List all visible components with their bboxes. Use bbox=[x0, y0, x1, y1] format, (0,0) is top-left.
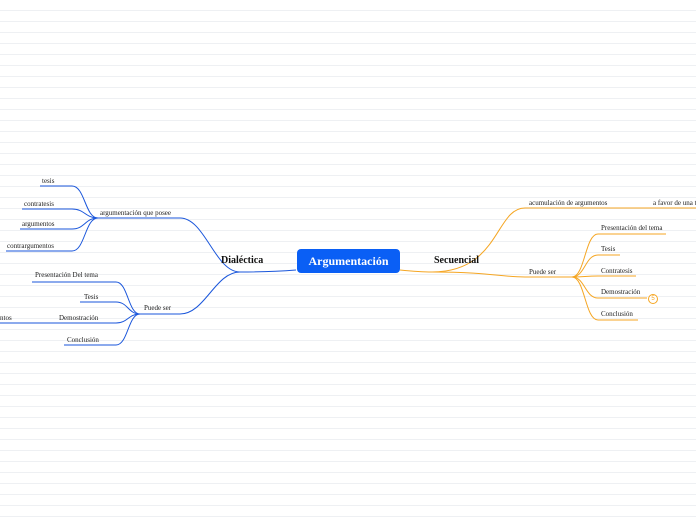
subtopic-overflow-text[interactable]: ntos bbox=[0, 314, 12, 322]
subtopic-contratesis-right[interactable]: Contratesis bbox=[601, 267, 633, 275]
subtopic-contrargumentos[interactable]: contrargumentos bbox=[7, 242, 54, 250]
subtopic-argumentos[interactable]: argumentos bbox=[22, 220, 55, 228]
subtopic-demostracion-right[interactable]: Demostración bbox=[601, 288, 641, 296]
subtopic-presentacion-del-tema-left[interactable]: Presentación Del tema bbox=[35, 271, 98, 279]
subtopic-tesis-left[interactable]: Tesis bbox=[84, 293, 99, 301]
connector-r-group1 bbox=[431, 207, 696, 273]
connector-secuencial bbox=[399, 269, 433, 273]
subtopic-tesis-right[interactable]: Tesis bbox=[601, 245, 616, 253]
connector-group2 bbox=[140, 271, 241, 315]
topic-argumentacion-que-posee[interactable]: argumentación que posee bbox=[100, 209, 172, 217]
topic-acumulacion-de-argumentos[interactable]: acumulación de argumentos bbox=[529, 199, 608, 207]
connector-r-group2 bbox=[431, 271, 572, 278]
branch-dialectica[interactable]: Dialéctica bbox=[221, 255, 264, 266]
collapsed-count-badge[interactable]: 5 bbox=[648, 294, 658, 304]
subtopic-conclusion-left[interactable]: Conclusión bbox=[67, 336, 99, 344]
subtopic-a-favor-de-una-tesis[interactable]: a favor de una t bbox=[653, 199, 696, 207]
branch-secuencial[interactable]: Secuencial bbox=[434, 255, 479, 266]
topic-puede-ser-left[interactable]: Puede ser bbox=[144, 304, 172, 312]
central-topic[interactable]: Argumentación bbox=[297, 249, 400, 273]
subtopic-conclusion-right[interactable]: Conclusión bbox=[601, 310, 633, 318]
subtopic-tesis[interactable]: tesis bbox=[42, 177, 55, 185]
connector-dialectica bbox=[239, 269, 297, 273]
subtopic-contratesis[interactable]: contratesis bbox=[24, 200, 54, 208]
connector-group1 bbox=[98, 217, 241, 273]
subtopic-presentacion-del-tema-right[interactable]: Presentación del tema bbox=[601, 224, 663, 232]
subtopic-demostracion-left[interactable]: Demostración bbox=[59, 314, 99, 322]
topic-puede-ser-right[interactable]: Puede ser bbox=[529, 268, 557, 276]
